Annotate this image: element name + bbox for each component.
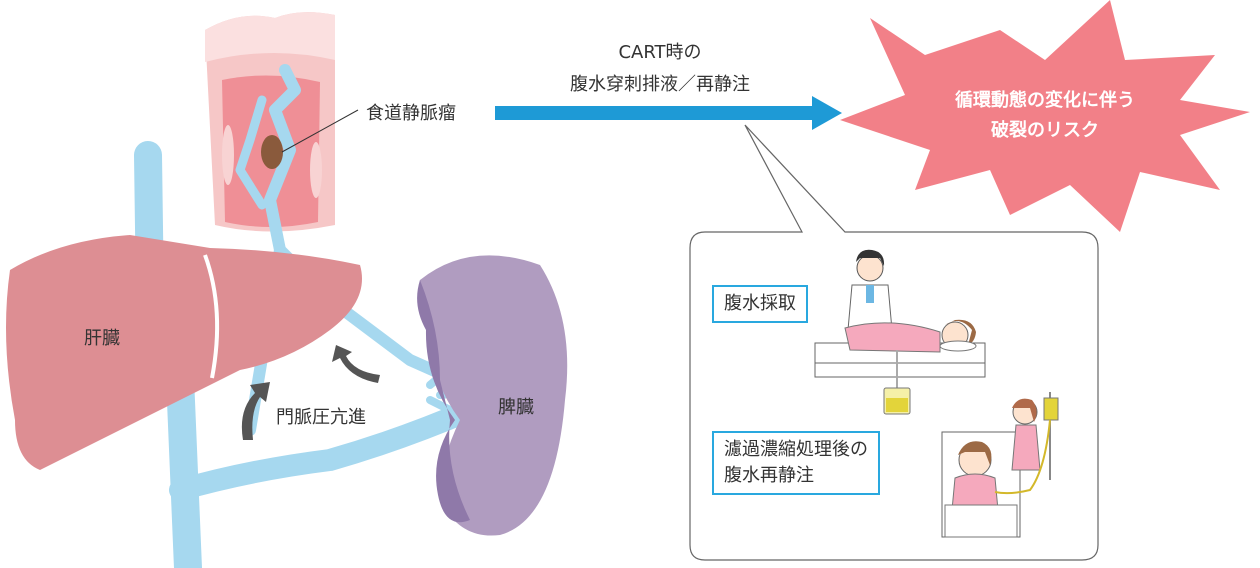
ascites-collection-box: 腹水採取	[712, 285, 808, 323]
doctor-illustration	[847, 249, 893, 331]
procedure-line-2: 腹水穿刺排液／再静注	[570, 74, 750, 95]
portal-hypertension-label: 門脈圧亢進	[276, 407, 366, 428]
liver-shape	[6, 235, 362, 470]
varix-blob	[261, 135, 283, 169]
reinfusion-box: 濾過濃縮処理後の 腹水再静注	[712, 431, 880, 495]
spleen-label: 脾臓	[498, 397, 534, 418]
risk-label: 循環動態の変化に伴う 破裂のリスク	[925, 86, 1165, 142]
process-arrow	[495, 96, 842, 130]
patient-bed-illustration	[814, 319, 986, 415]
risk-line-2: 破裂のリスク	[991, 120, 1099, 141]
spleen-shape	[417, 255, 568, 536]
varices-label: 食道静脈瘤	[366, 103, 456, 124]
risk-burst	[840, 0, 1250, 232]
risk-line-1: 循環動態の変化に伴う	[955, 90, 1135, 111]
esophagus	[205, 12, 335, 232]
reinfusion-line-1: 濾過濃縮処理後の	[724, 439, 868, 460]
procedure-line-1: CART時の	[618, 42, 702, 63]
liver-fissure	[203, 254, 220, 379]
varix-leader-line	[281, 109, 359, 153]
pressure-arrows	[241, 345, 380, 440]
reinfusion-line-2: 腹水再静注	[724, 465, 814, 486]
liver-label: 肝臓	[84, 328, 120, 349]
procedure-label: CART時の 腹水穿刺排液／再静注	[545, 38, 775, 96]
reinfusion-illustration	[941, 392, 1059, 538]
